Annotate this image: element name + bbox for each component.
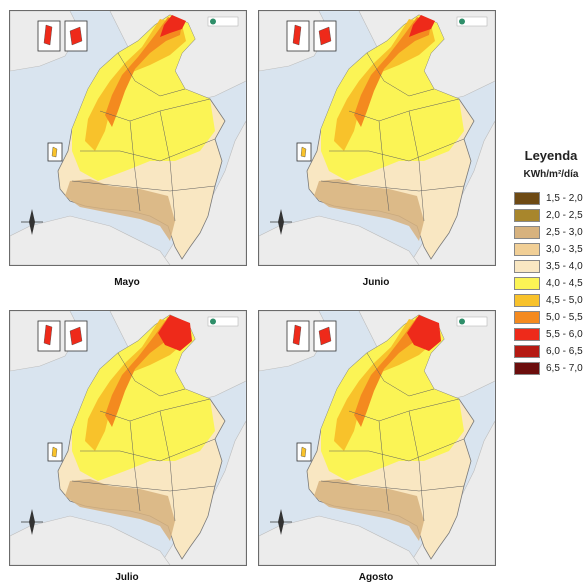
- legend-item: 6,0 - 6,5: [514, 343, 586, 360]
- legend-title: Leyenda: [524, 148, 578, 163]
- map-caption-mayo: Mayo: [114, 277, 140, 288]
- legend-swatch: [514, 362, 540, 375]
- solar-radiation-map: [10, 311, 246, 565]
- legend-item: 2,5 - 3,0: [514, 224, 586, 241]
- legend-item: 6,5 - 7,0: [514, 360, 586, 377]
- legend-swatch: [514, 277, 540, 290]
- legend-label: 3,5 - 4,0: [546, 261, 583, 272]
- legend-item: 4,5 - 5,0: [514, 292, 586, 309]
- map-panel-mayo: [9, 10, 247, 266]
- legend: Leyenda KWh/m²/día 1,5 - 2,0 2,0 - 2,5 2,5…: [508, 148, 586, 377]
- legend-item: 3,0 - 3,5: [514, 241, 586, 258]
- legend-item: 2,0 - 2,5: [514, 207, 586, 224]
- legend-label: 4,0 - 4,5: [546, 278, 583, 289]
- legend-items: 1,5 - 2,0 2,0 - 2,5 2,5 - 3,0 3,0 - 3,5 3,5 …: [514, 190, 586, 377]
- solar-radiation-map: [259, 11, 495, 265]
- legend-item: 5,5 - 6,0: [514, 326, 586, 343]
- legend-label: 3,0 - 3,5: [546, 244, 583, 255]
- legend-swatch: [514, 192, 540, 205]
- map-caption-julio: Julio: [115, 572, 139, 583]
- legend-item: 1,5 - 2,0: [514, 190, 586, 207]
- legend-swatch: [514, 209, 540, 222]
- legend-label: 5,0 - 5,5: [546, 312, 583, 323]
- legend-swatch: [514, 243, 540, 256]
- legend-swatch: [514, 260, 540, 273]
- legend-swatch: [514, 345, 540, 358]
- legend-label: 2,0 - 2,5: [546, 210, 583, 221]
- legend-swatch: [514, 226, 540, 239]
- map-caption-agosto: Agosto: [358, 572, 394, 583]
- legend-label: 2,5 - 3,0: [546, 227, 583, 238]
- legend-unit: KWh/m²/día: [523, 169, 579, 180]
- legend-label: 5,5 - 6,0: [546, 329, 583, 340]
- map-panel-agosto: [258, 310, 496, 566]
- legend-item: 3,5 - 4,0: [514, 258, 586, 275]
- legend-swatch: [514, 328, 540, 341]
- map-panel-junio: [258, 10, 496, 266]
- legend-swatch: [514, 294, 540, 307]
- legend-label: 6,0 - 6,5: [546, 346, 583, 357]
- legend-item: 4,0 - 4,5: [514, 275, 586, 292]
- legend-swatch: [514, 311, 540, 324]
- map-caption-junio: Junio: [362, 277, 390, 288]
- map-panel-julio: [9, 310, 247, 566]
- legend-label: 4,5 - 5,0: [546, 295, 583, 306]
- legend-label: 6,5 - 7,0: [546, 363, 583, 374]
- solar-radiation-map: [10, 11, 246, 265]
- legend-label: 1,5 - 2,0: [546, 193, 583, 204]
- legend-item: 5,0 - 5,5: [514, 309, 586, 326]
- solar-radiation-map: [259, 311, 495, 565]
